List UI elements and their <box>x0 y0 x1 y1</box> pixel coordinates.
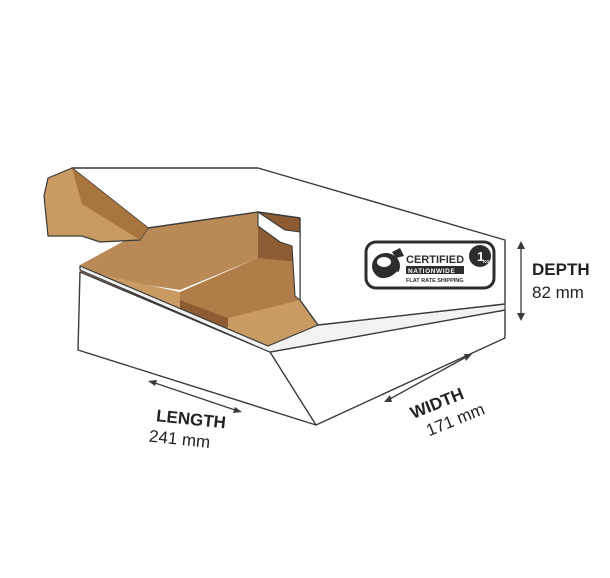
depth-arrow <box>517 241 525 321</box>
length-value: 241 mm <box>148 427 211 452</box>
certified-badge: CERTIFIED NATIONWIDE FLAT RATE SHIPPING … <box>364 240 496 290</box>
badge-weight-value: 1 <box>477 249 484 264</box>
badge-line-nationwide: NATIONWIDE <box>408 268 455 275</box>
badge-line2-bar <box>406 266 464 274</box>
length-arrow <box>148 380 242 413</box>
lid-notch <box>257 211 301 301</box>
width-arrow <box>384 354 472 402</box>
length-label: LENGTH 241 mm <box>148 406 227 452</box>
globe-hand-icon <box>372 248 404 281</box>
depth-value: 82 mm <box>532 283 584 302</box>
inner-divider <box>180 258 300 318</box>
mailer-box: CERTIFIED NATIONWIDE FLAT RATE SHIPPING … <box>43 167 506 426</box>
lid-tuck-flap-shade <box>72 168 148 240</box>
badge-weight-circle <box>469 245 491 267</box>
badge-weight-unit: KG <box>483 259 490 264</box>
depth-title: DEPTH <box>532 260 590 279</box>
depth-label: DEPTH 82 mm <box>532 260 590 302</box>
inner-divider-side <box>180 300 228 328</box>
badge-line-certified: CERTIFIED <box>406 254 464 266</box>
width-label: WIDTH 171 mm <box>408 384 488 440</box>
badge-line-flat-rate: FLAT RATE SHIPPING <box>406 278 464 284</box>
inner-back-wall <box>80 212 258 290</box>
